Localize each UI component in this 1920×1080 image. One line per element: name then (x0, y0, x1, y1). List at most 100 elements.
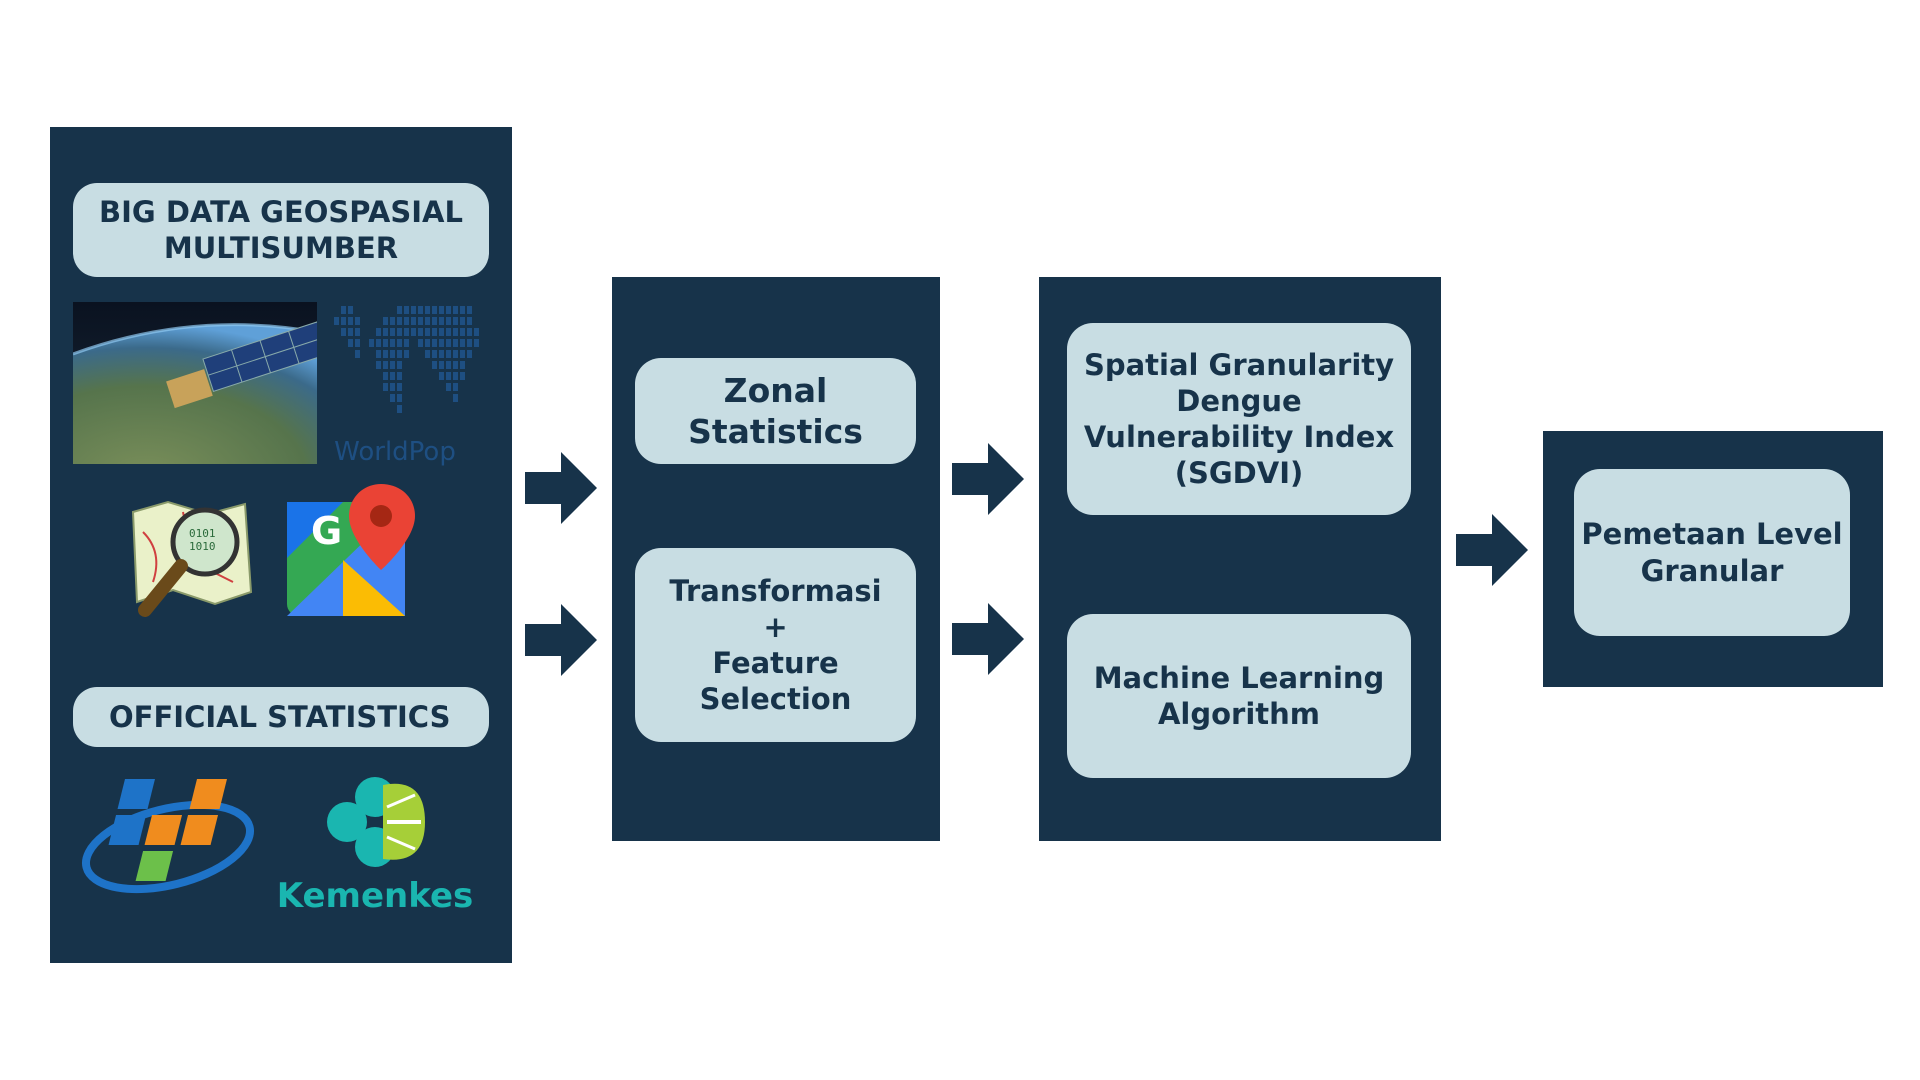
worldpop-dot (348, 306, 353, 314)
worldpop-dot (376, 350, 381, 358)
data-sources-panel: BIG DATA GEOSPASIAL MULTISUMBER (50, 127, 512, 963)
worldpop-dot (460, 328, 465, 336)
worldpop-dot (341, 306, 346, 314)
worldpop-dot (432, 361, 437, 369)
worldpop-dot (397, 306, 402, 314)
worldpop-dot (334, 317, 339, 325)
output-panel: Pemetaan Level Granular (1543, 431, 1883, 687)
worldpop-dot (446, 383, 451, 391)
worldpop-dot (425, 328, 430, 336)
worldpop-dot (404, 317, 409, 325)
worldpop-dot (383, 383, 388, 391)
worldpop-dot (397, 361, 402, 369)
worldpop-dot (425, 317, 430, 325)
worldpop-dot (418, 339, 423, 347)
worldpop-dot (397, 394, 402, 402)
worldpop-dot (411, 306, 416, 314)
worldpop-dot (383, 350, 388, 358)
worldpop-dot (460, 339, 465, 347)
worldpop-dot (474, 328, 479, 336)
worldpop-logo: WorldPop (334, 306, 479, 467)
worldpop-dot (383, 361, 388, 369)
worldpop-dot (355, 339, 360, 347)
worldpop-dot (439, 361, 444, 369)
worldpop-dot (418, 306, 423, 314)
worldpop-dot (397, 339, 402, 347)
bps-logo (81, 779, 255, 894)
worldpop-dot (397, 350, 402, 358)
worldpop-dot (467, 306, 472, 314)
worldpop-dot (355, 328, 360, 336)
worldpop-dot (348, 328, 353, 336)
worldpop-dot (474, 339, 479, 347)
svg-text:Kemenkes: Kemenkes (277, 876, 474, 916)
worldpop-dot (376, 328, 381, 336)
worldpop-dot (383, 339, 388, 347)
big-data-geospasial-label: BIG DATA GEOSPASIAL MULTISUMBER (73, 183, 489, 277)
worldpop-dot (446, 306, 451, 314)
worldpop-dot (411, 317, 416, 325)
processing-panel: Zonal Statistics Transformasi + Feature … (612, 277, 940, 841)
worldpop-dot (467, 328, 472, 336)
worldpop-dot (439, 328, 444, 336)
worldpop-dot (369, 339, 374, 347)
worldpop-dot (418, 328, 423, 336)
worldpop-dot (453, 317, 458, 325)
worldpop-dot (453, 383, 458, 391)
worldpop-dot (453, 339, 458, 347)
worldpop-dot (404, 328, 409, 336)
worldpop-dot (383, 317, 388, 325)
worldpop-dot (425, 350, 430, 358)
worldpop-dot (453, 361, 458, 369)
worldpop-dot (376, 361, 381, 369)
kemenkes-logo: Kemenkes (277, 777, 474, 916)
worldpop-dot (411, 328, 416, 336)
worldpop-dot (460, 372, 465, 380)
pemetaan-level-granular-box: Pemetaan Level Granular (1574, 469, 1850, 636)
worldpop-dot (453, 350, 458, 358)
worldpop-dot (432, 350, 437, 358)
svg-text:0101: 0101 (189, 527, 216, 540)
worldpop-dot (453, 394, 458, 402)
zonal-statistics-box: Zonal Statistics (635, 358, 916, 464)
worldpop-dot (348, 339, 353, 347)
worldpop-dot (397, 317, 402, 325)
worldpop-dot (439, 339, 444, 347)
worldpop-dot (397, 383, 402, 391)
arrow-icon (952, 443, 1024, 515)
svg-text:1010: 1010 (189, 540, 216, 553)
worldpop-dot (446, 339, 451, 347)
worldpop-dot (432, 339, 437, 347)
worldpop-dot (467, 350, 472, 358)
worldpop-dot (390, 361, 395, 369)
worldpop-dot (404, 350, 409, 358)
worldpop-dot (341, 328, 346, 336)
worldpop-dot (355, 317, 360, 325)
worldpop-dot (397, 372, 402, 380)
worldpop-dot (383, 372, 388, 380)
worldpop-dot (467, 317, 472, 325)
svg-text:G: G (311, 509, 342, 553)
worldpop-dot (460, 317, 465, 325)
svg-text:WorldPop: WorldPop (334, 437, 456, 467)
worldpop-dot (432, 328, 437, 336)
worldpop-dot (425, 306, 430, 314)
worldpop-dot (404, 306, 409, 314)
worldpop-dot (397, 405, 402, 413)
worldpop-dot (446, 361, 451, 369)
worldpop-dot (390, 328, 395, 336)
worldpop-dot (460, 350, 465, 358)
worldpop-dot (439, 372, 444, 380)
worldpop-dot (397, 328, 402, 336)
worldpop-dot (453, 328, 458, 336)
arrow-icon (952, 603, 1024, 675)
official-statistics-label: OFFICIAL STATISTICS (73, 687, 489, 747)
worldpop-dot (453, 306, 458, 314)
worldpop-dot (446, 317, 451, 325)
worldpop-dot (348, 317, 353, 325)
machine-learning-box: Machine Learning Algorithm (1067, 614, 1411, 778)
arrow-icon (1456, 514, 1528, 586)
worldpop-dot (446, 372, 451, 380)
satellite-image (73, 302, 317, 464)
worldpop-dot (355, 350, 360, 358)
